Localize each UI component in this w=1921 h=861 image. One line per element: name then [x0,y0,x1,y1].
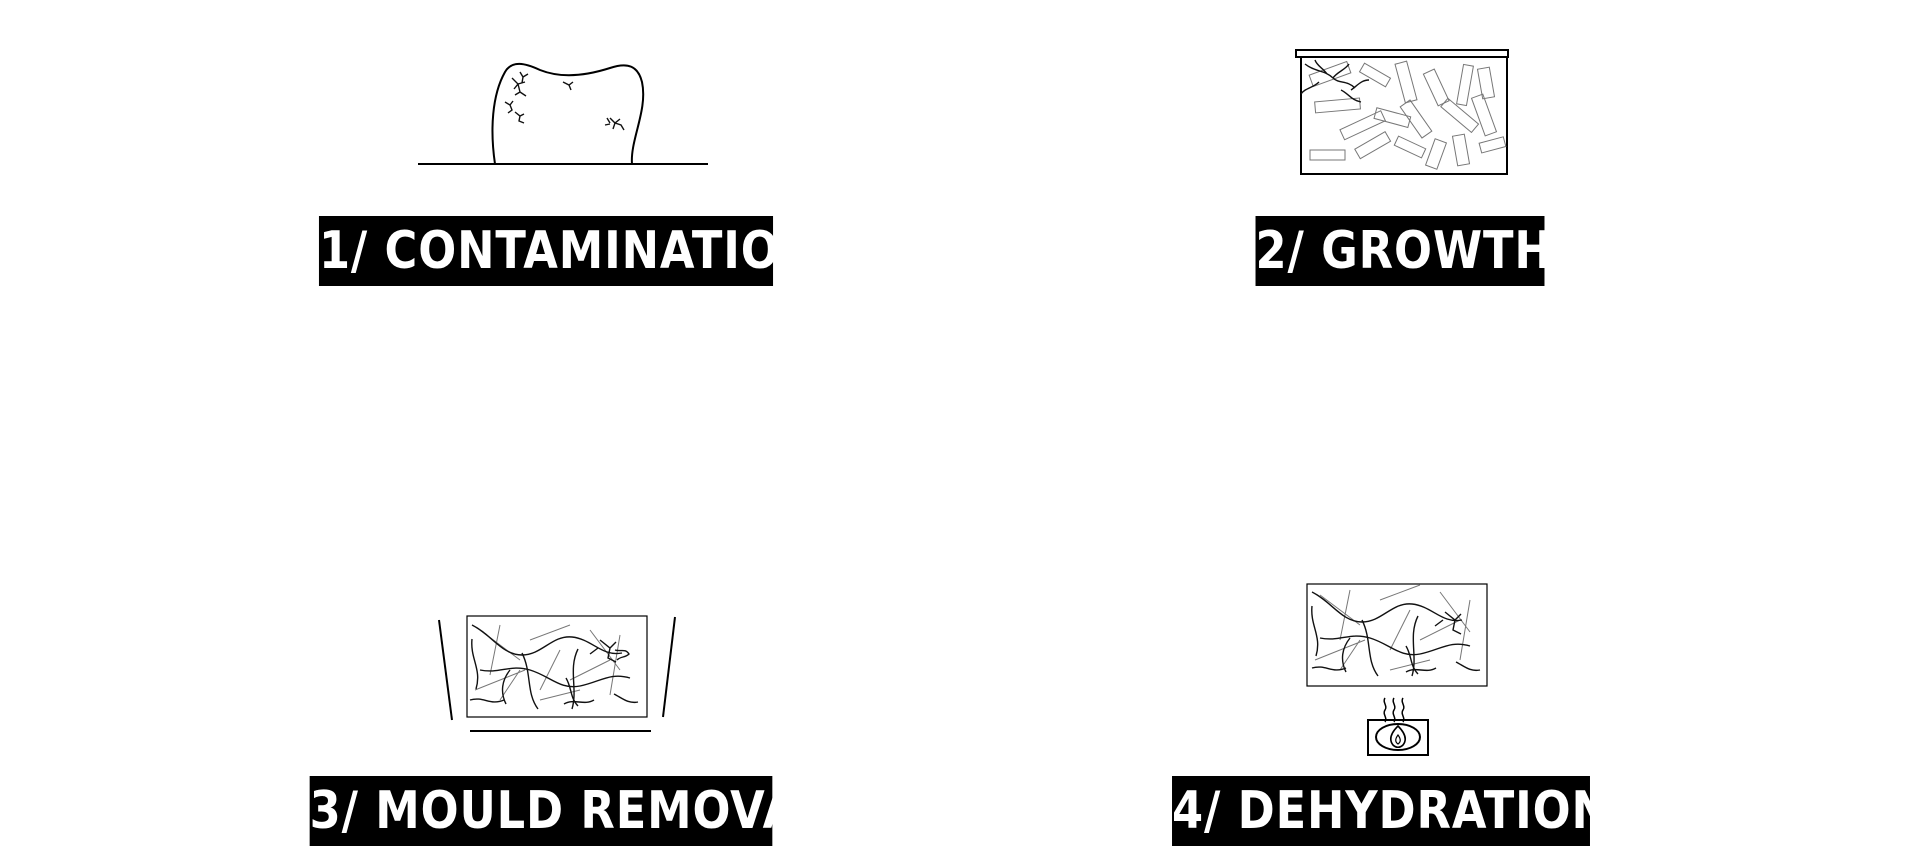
step-label-contamination: 1/ CONTAMINATION [318,216,817,286]
step-label-text: 2/ GROWTH [1255,221,1553,281]
step-label-text: 1/ CONTAMINATION [318,221,818,281]
step-label-growth: 2/ GROWTH [1255,216,1552,286]
step-label-text: 3/ MOULD REMOVAL [309,781,828,841]
step-label-text: 4/ DEHYDRATION [1172,781,1610,841]
step-label-mould-removal: 3/ MOULD REMOVAL [309,776,827,846]
step-label-dehydration: 4/ DEHYDRATION [1172,776,1609,846]
